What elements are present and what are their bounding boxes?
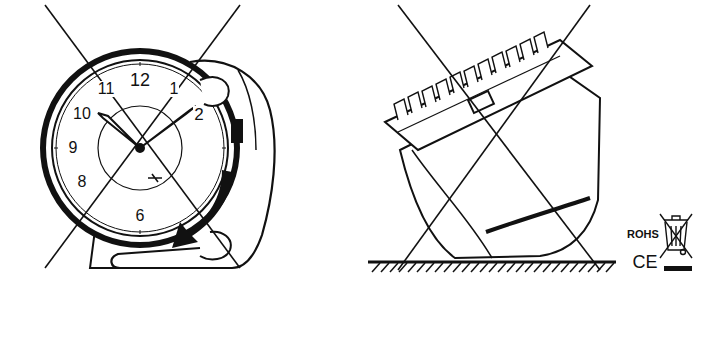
prohibition-cross — [45, 5, 240, 268]
clock-numeral: 12 — [129, 71, 151, 89]
clock-numeral: 2 — [193, 106, 204, 123]
clock-numeral: 1 — [169, 81, 180, 97]
prohibition-cross — [398, 5, 600, 270]
weee-bin-symbol — [660, 214, 692, 271]
ground-hatch — [368, 262, 616, 272]
clock-numeral: 11 — [97, 81, 116, 97]
tilted-device — [385, 32, 600, 258]
clock-numeral: 10 — [72, 106, 92, 122]
clock-numeral: 9 — [68, 140, 79, 156]
rohs-mark: ROHS — [626, 229, 660, 240]
clock-numeral: 6 — [135, 208, 146, 224]
clock-numeral: 8 — [77, 174, 88, 190]
ce-mark: CE — [631, 253, 658, 271]
